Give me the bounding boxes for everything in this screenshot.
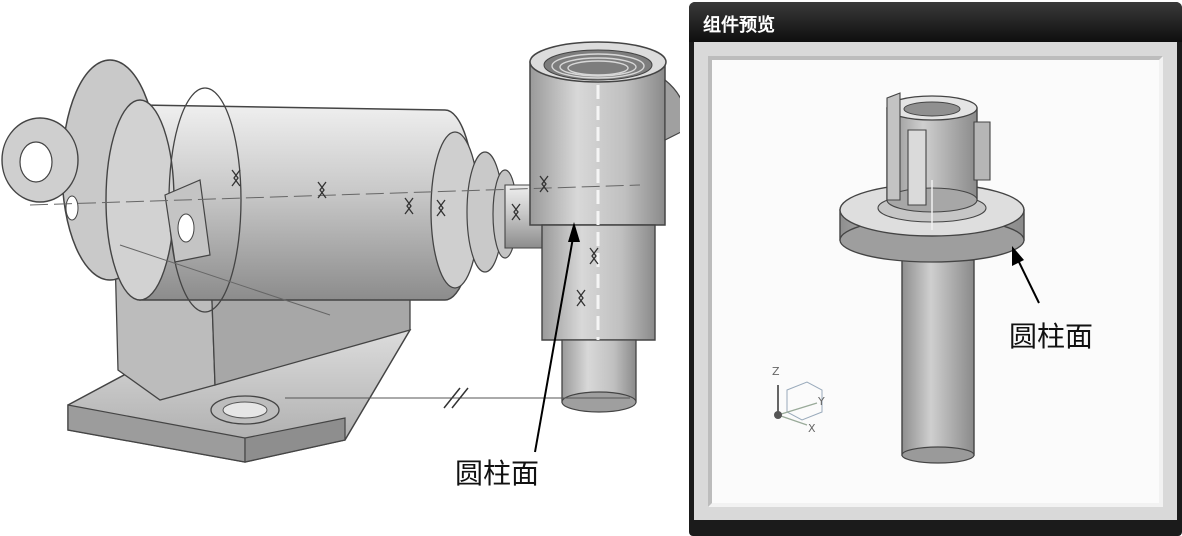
component-preview-window[interactable]: 组件预览 — [689, 2, 1182, 536]
cylinder-face-label: 圆柱面 — [455, 457, 540, 490]
constraint-lines — [29, 169, 641, 409]
triad-x-label: X — [808, 422, 816, 435]
stepped-shaft[interactable] — [430, 131, 546, 289]
main-3d-viewport[interactable]: 圆柱面 — [0, 0, 680, 536]
main-cylinder-body[interactable] — [105, 87, 476, 313]
preview-part-model[interactable] — [712, 60, 1150, 500]
assembly-model[interactable] — [0, 0, 680, 536]
orientation-triad — [774, 381, 823, 426]
title-bar[interactable]: 组件预览 — [689, 2, 1182, 42]
window-client-area: Z Y X 圆柱面 — [694, 42, 1177, 520]
cylinder-face-leader — [534, 222, 580, 453]
triad-y-label: Y — [818, 395, 825, 408]
window-title: 组件预览 — [703, 15, 775, 36]
triad-z-label: Z — [772, 365, 780, 378]
preview-cylinder-face-label: 圆柱面 — [1009, 320, 1094, 353]
preview-viewport[interactable]: Z Y X 圆柱面 — [708, 56, 1163, 507]
